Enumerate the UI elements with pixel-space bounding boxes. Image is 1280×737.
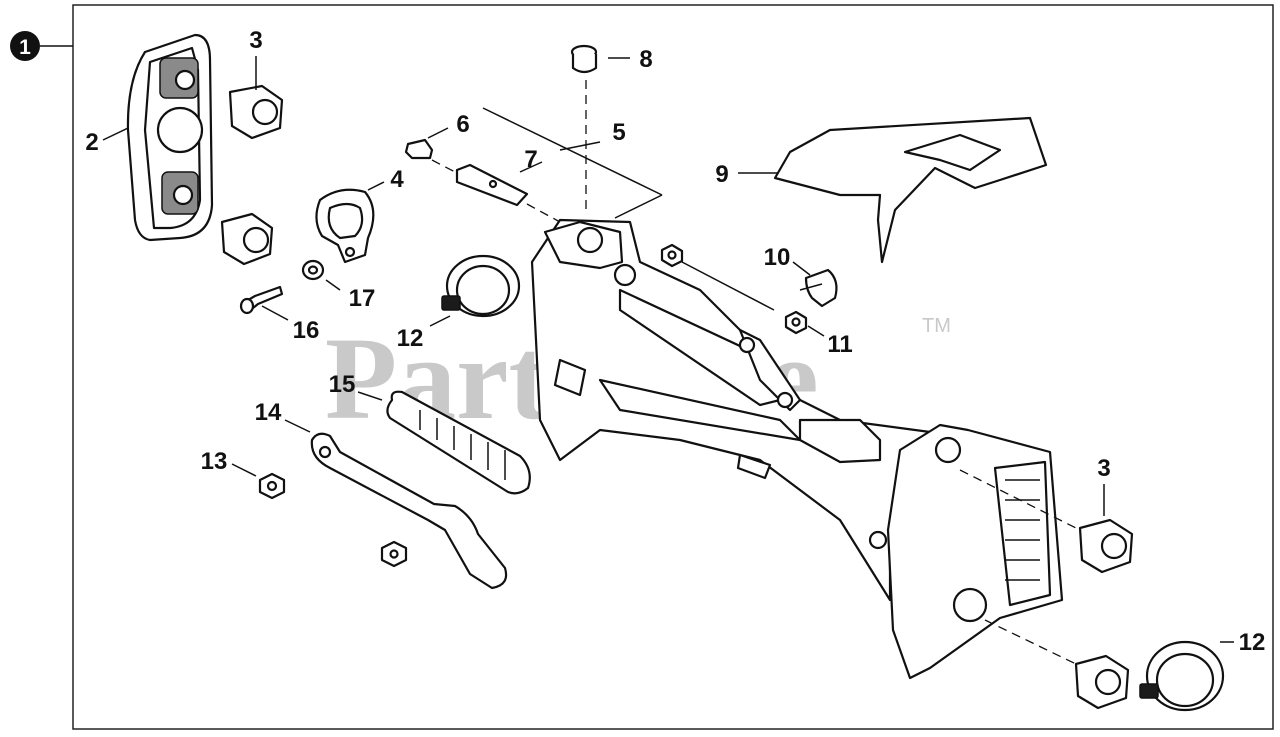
part-ring-collar-upper [441, 254, 521, 318]
assembly-badge: 1 [10, 31, 73, 61]
part-hex-nut-right-lower [1074, 654, 1130, 710]
callout-16: 16 [293, 317, 320, 344]
part-hex-nut-upper [228, 84, 284, 140]
callout-8: 8 [639, 46, 652, 73]
part-bolt-small [380, 540, 408, 568]
callout-7: 7 [524, 146, 537, 173]
callout-5: 5 [612, 119, 625, 146]
diagram-frame [72, 4, 1274, 730]
part-grip-plate [386, 390, 531, 495]
part-end-cap-plate [126, 33, 214, 242]
callout-9: 9 [715, 161, 728, 188]
part-bracket-arm [310, 432, 508, 590]
part-plug [404, 138, 434, 160]
callout-13: 13 [201, 448, 228, 475]
part-washer [301, 259, 325, 281]
callout-10: 10 [764, 244, 791, 271]
callout-3-upper: 3 [249, 27, 262, 54]
callout-6: 6 [456, 111, 469, 138]
callout-12-upper: 12 [397, 325, 424, 352]
leader-lines [102, 56, 1234, 643]
callout-3-lower: 3 [1097, 455, 1110, 482]
watermark-trademark: TM [922, 315, 951, 337]
part-grommet [570, 44, 598, 74]
part-ring-collar-right [1139, 640, 1225, 712]
callout-4: 4 [390, 166, 404, 193]
part-guard-shroud [773, 116, 1048, 264]
callout-12-lower: 12 [1239, 629, 1266, 656]
part-small-nut-upper [660, 243, 684, 268]
part-housing-end-cap [886, 423, 1064, 680]
assembly-number: 1 [19, 36, 31, 59]
part-hex-nut-right-upper [1078, 518, 1134, 574]
part-clamp [315, 188, 375, 264]
callout-2: 2 [85, 129, 98, 156]
callout-14: 14 [255, 399, 282, 426]
part-small-nut-lower [784, 310, 808, 335]
part-hex-nut-lower [220, 212, 274, 266]
callout-15: 15 [329, 371, 356, 398]
callout-labels: 3 2 8 6 5 7 9 4 10 17 16 12 11 15 14 13 … [85, 27, 1265, 656]
part-bolt [258, 472, 286, 500]
part-clip [799, 268, 838, 308]
callout-17: 17 [349, 285, 376, 312]
callout-11: 11 [827, 331, 852, 358]
part-slider-plate [455, 163, 529, 207]
part-screw [239, 285, 284, 315]
